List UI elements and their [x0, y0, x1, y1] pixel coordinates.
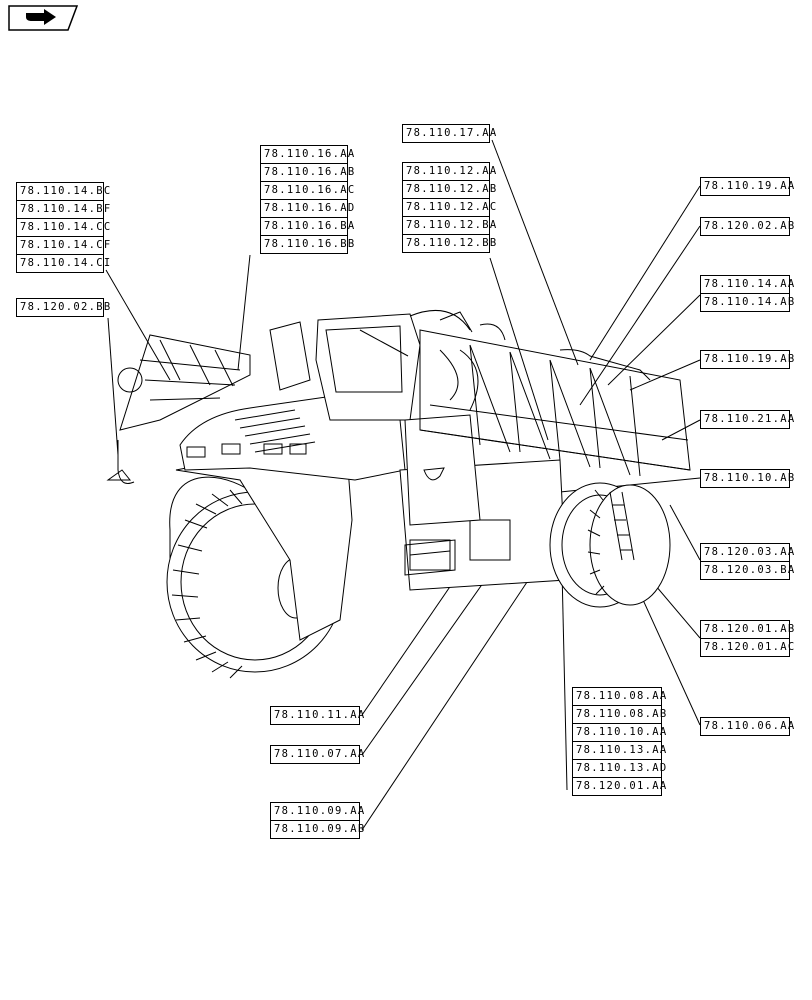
ref-label[interactable]: 78.110.12.BB: [402, 234, 496, 253]
label-group-right-4: 78.110.19.AB: [700, 350, 794, 369]
ref-label[interactable]: 78.120.01.AC: [700, 638, 794, 657]
ref-label[interactable]: 78.120.01.AB: [700, 620, 794, 639]
ref-label[interactable]: 78.110.14.CC: [16, 218, 110, 237]
ref-label[interactable]: 78.110.10.AB: [700, 469, 794, 488]
label-group-left-mid: 78.120.02.BB: [16, 298, 110, 317]
ref-label[interactable]: 78.120.02.BB: [16, 298, 110, 317]
label-group-left-top: 78.110.14.BC 78.110.14.BF 78.110.14.CC 7…: [16, 182, 110, 273]
ref-label[interactable]: 78.120.02.AB: [700, 217, 794, 236]
label-group-bottom-left-1: 78.110.11.AA: [270, 706, 364, 725]
ref-label[interactable]: 78.110.12.AB: [402, 180, 496, 199]
label-group-right-2: 78.120.02.AB: [700, 217, 794, 236]
ref-label[interactable]: 78.110.16.AD: [260, 199, 354, 218]
ref-label[interactable]: 78.110.13.AD: [572, 759, 666, 778]
label-group-bottom-left-3: 78.110.09.AA 78.110.09.AB: [270, 802, 364, 839]
ref-label[interactable]: 78.110.11.AA: [270, 706, 364, 725]
label-group-right-6: 78.110.10.AB: [700, 469, 794, 488]
ref-label[interactable]: 78.120.03.AA: [700, 543, 794, 562]
ref-label[interactable]: 78.110.17.AA: [402, 124, 496, 143]
ref-label[interactable]: 78.110.10.AA: [572, 723, 666, 742]
ref-label[interactable]: 78.110.12.AC: [402, 198, 496, 217]
ref-label[interactable]: 78.110.16.BB: [260, 235, 354, 254]
ref-label[interactable]: 78.110.14.BF: [16, 200, 110, 219]
label-group-right-5: 78.110.21.AA: [700, 410, 794, 429]
ref-label[interactable]: 78.110.19.AA: [700, 177, 794, 196]
ref-label[interactable]: 78.110.08.AB: [572, 705, 666, 724]
label-group-right-8: 78.120.01.AB 78.120.01.AC: [700, 620, 794, 657]
label-group-top-right-single: 78.110.17.AA: [402, 124, 496, 143]
label-group-center-right: 78.110.12.AA 78.110.12.AB 78.110.12.AC 7…: [402, 162, 496, 253]
ref-label[interactable]: 78.120.01.AA: [572, 777, 666, 796]
ref-label[interactable]: 78.110.07.AA: [270, 745, 364, 764]
ref-label[interactable]: 78.110.06.AA: [700, 717, 794, 736]
label-group-right-7: 78.120.03.AA 78.120.03.BA: [700, 543, 794, 580]
label-group-bottom-left-2: 78.110.07.AA: [270, 745, 364, 764]
ref-label[interactable]: 78.110.16.AA: [260, 145, 354, 164]
ref-label[interactable]: 78.110.21.AA: [700, 410, 794, 429]
ref-label[interactable]: 78.110.19.AB: [700, 350, 794, 369]
next-page-button[interactable]: [8, 5, 79, 31]
ref-label[interactable]: 78.110.14.AA: [700, 275, 794, 294]
ref-label[interactable]: 78.110.14.CI: [16, 254, 110, 273]
ref-label[interactable]: 78.110.14.BC: [16, 182, 110, 201]
ref-label[interactable]: 78.110.16.AC: [260, 181, 354, 200]
ref-label[interactable]: 78.110.09.AA: [270, 802, 364, 821]
ref-label[interactable]: 78.110.08.AA: [572, 687, 666, 706]
label-group-center-top: 78.110.16.AA 78.110.16.AB 78.110.16.AC 7…: [260, 145, 354, 254]
ref-label[interactable]: 78.110.14.AB: [700, 293, 794, 312]
label-group-bottom-center: 78.110.08.AA 78.110.08.AB 78.110.10.AA 7…: [572, 687, 666, 796]
ref-label[interactable]: 78.110.16.BA: [260, 217, 354, 236]
ref-label[interactable]: 78.110.12.AA: [402, 162, 496, 181]
label-group-right-3: 78.110.14.AA 78.110.14.AB: [700, 275, 794, 312]
ref-label[interactable]: 78.110.09.AB: [270, 820, 364, 839]
label-group-right-1: 78.110.19.AA: [700, 177, 794, 196]
ref-label[interactable]: 78.120.03.BA: [700, 561, 794, 580]
ref-label[interactable]: 78.110.16.AB: [260, 163, 354, 182]
label-group-right-9: 78.110.06.AA: [700, 717, 794, 736]
arrow-hand-icon: [8, 5, 79, 31]
ref-label[interactable]: 78.110.12.BA: [402, 216, 496, 235]
ref-label[interactable]: 78.110.14.CF: [16, 236, 110, 255]
ref-label[interactable]: 78.110.13.AA: [572, 741, 666, 760]
